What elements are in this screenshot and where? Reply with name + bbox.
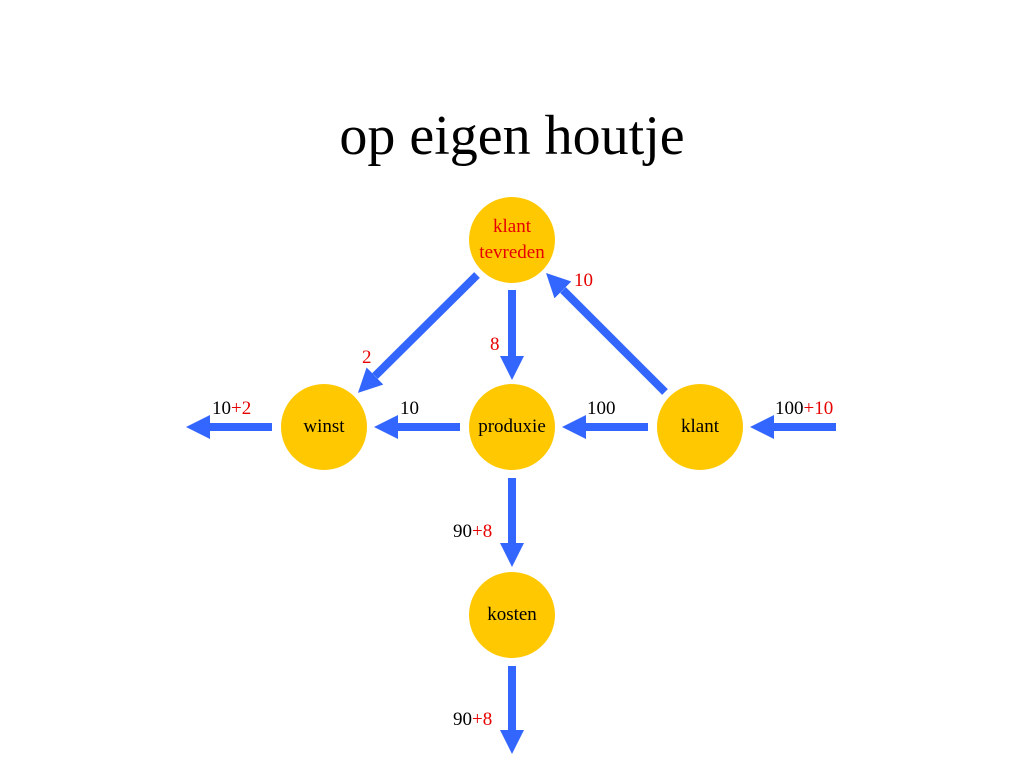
- node-winst: winst: [281, 384, 367, 470]
- label-tevreden-to-winst: 2: [362, 347, 372, 368]
- label-klant-to-produxie: 100: [587, 398, 616, 419]
- label-winst-out-extra: +2: [231, 398, 252, 419]
- label-klant-in-extra: +10: [803, 398, 834, 419]
- label-kosten-out-extra: +8: [472, 709, 493, 730]
- label-klant-in-base: 100: [775, 398, 804, 419]
- node-kosten: kosten: [469, 572, 555, 658]
- node-klant: klant: [657, 384, 743, 470]
- arrow-tevreden-to-winst: [357, 272, 480, 393]
- label-produxie-to-kosten: 90+8: [453, 522, 492, 542]
- page-title: op eigen houtje: [339, 105, 685, 167]
- label-klant-in: 100+10: [775, 399, 833, 419]
- arrow-klant-to-tevreden: [546, 273, 668, 395]
- node-klant-tevreden: klant tevreden: [469, 197, 555, 283]
- label-produxie-to-kosten-extra: +8: [472, 521, 493, 542]
- node-produxie: produxie: [469, 384, 555, 470]
- label-produxie-to-kosten-base: 90: [453, 521, 472, 542]
- label-produxie-to-winst: 10: [400, 398, 419, 419]
- label-winst-out: 10+2: [212, 399, 251, 419]
- node-klant-tevreden-line2: tevreden: [479, 242, 545, 263]
- label-tevreden-to-produxie: 8: [490, 334, 500, 355]
- label-kosten-out: 90+8: [453, 710, 492, 730]
- label-winst-out-base: 10: [212, 398, 231, 419]
- label-kosten-out-base: 90: [453, 709, 472, 730]
- label-klant-to-tevreden: 10: [574, 270, 593, 291]
- node-klant-tevreden-line1: klant: [493, 216, 531, 237]
